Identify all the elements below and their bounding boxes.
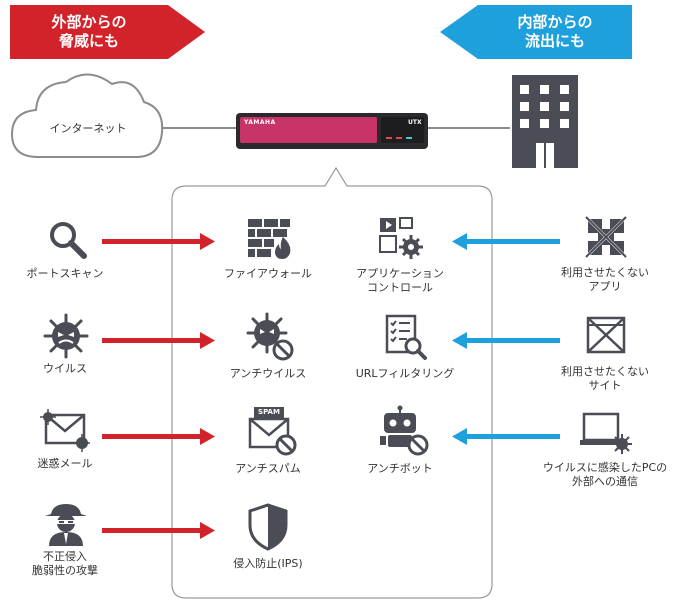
outside-banner-line1: 外部からの xyxy=(51,13,127,31)
defense-ips: 侵入防止(IPS) xyxy=(208,503,328,578)
risk-label-line2: サイト xyxy=(588,379,622,392)
risk-infected-pc: ウイルスに感染したPCの 外部への通信 xyxy=(530,408,680,488)
red-arrows xyxy=(102,233,215,539)
threat-port-scan: ポートスキャン xyxy=(10,215,120,285)
defense-label-line1: アプリケーション xyxy=(356,267,444,280)
defense-antibot: アンチボット xyxy=(340,405,460,480)
defense-label: URLフィルタリング xyxy=(355,367,455,380)
threat-label-line2: 脆弱性の攻撃 xyxy=(32,564,98,577)
inside-leak-banner: 内部からの 流出にも xyxy=(440,5,632,59)
router-model: UTX xyxy=(408,119,422,126)
outside-threat-banner: 外部からの 脅威にも xyxy=(10,5,205,59)
inside-banner-line2: 流出にも xyxy=(524,32,585,50)
threat-spam-mail: 迷惑メール xyxy=(10,405,120,475)
shield-icon xyxy=(248,503,288,551)
risk-label-line2: 外部への通信 xyxy=(572,475,638,488)
antivirus-icon xyxy=(246,312,294,361)
defense-firewall: ファイアウォール xyxy=(208,213,328,288)
risk-label-line2: アプリ xyxy=(588,280,622,293)
defense-label-line2: コントロール xyxy=(367,281,433,294)
office-building xyxy=(512,75,578,168)
virus-icon xyxy=(43,313,89,359)
utm-router: YAMAHA UTX xyxy=(236,113,428,151)
blue-arrow-banner-shape xyxy=(440,5,632,59)
antibot-icon xyxy=(380,405,429,456)
blue-arrows xyxy=(452,233,560,445)
router-brand: YAMAHA xyxy=(244,119,276,126)
blocked-site-icon xyxy=(586,316,626,354)
spam-badge-text: SPAM xyxy=(258,408,280,416)
defense-label: 侵入防止(IPS) xyxy=(233,557,303,570)
defense-label: アンチウイルス xyxy=(229,367,307,380)
threat-label: 迷惑メール xyxy=(37,457,93,470)
infected-pc-icon xyxy=(580,412,632,454)
defense-antispam: SPAM アンチスパム xyxy=(208,405,328,480)
threat-virus: ウイルス xyxy=(10,313,120,383)
defense-panel xyxy=(171,166,493,599)
cloud-label: インターネット xyxy=(49,122,127,135)
red-arrow-banner-shape xyxy=(10,5,205,59)
intruder-icon xyxy=(45,504,87,546)
magnifier-icon xyxy=(50,222,87,259)
risk-label-line1: 利用させたくない xyxy=(561,266,649,279)
risk-label-line1: 利用させたくない xyxy=(561,365,649,378)
defense-url-filter: URLフィルタリング xyxy=(340,310,470,385)
app-control-icon xyxy=(379,217,423,259)
threat-label: ウイルス xyxy=(43,362,87,375)
firewall-icon xyxy=(248,219,291,259)
cloud-icon xyxy=(10,73,164,158)
inside-banner-line1: 内部からの xyxy=(517,13,593,31)
outside-banner-line2: 脅威にも xyxy=(58,32,119,50)
defense-label: アンチスパム xyxy=(235,462,301,475)
threat-intrusion: 不正侵入 脆弱性の攻撃 xyxy=(10,500,120,590)
building-icon xyxy=(512,75,578,168)
risk-label-line1: ウイルスに感染したPCの xyxy=(542,461,668,474)
defense-app-control: アプリケーション コントロール xyxy=(340,213,460,294)
defense-label: アンチボット xyxy=(367,462,433,475)
blocked-app-icon xyxy=(585,216,627,258)
threat-label-line1: 不正侵入 xyxy=(43,550,87,563)
threat-label: ポートスキャン xyxy=(26,267,104,280)
spam-mail-icon xyxy=(40,409,90,452)
router-device-icon xyxy=(236,113,428,149)
antispam-icon xyxy=(248,407,297,456)
defense-antivirus: アンチウイルス xyxy=(208,310,328,385)
url-filter-icon xyxy=(385,314,427,360)
internet-cloud: インターネット xyxy=(8,62,168,172)
defense-label: ファイアウォール xyxy=(224,267,312,280)
risk-blocked-site: 利用させたくない サイト xyxy=(540,310,670,392)
risk-blocked-app: 利用させたくない アプリ xyxy=(540,212,670,293)
